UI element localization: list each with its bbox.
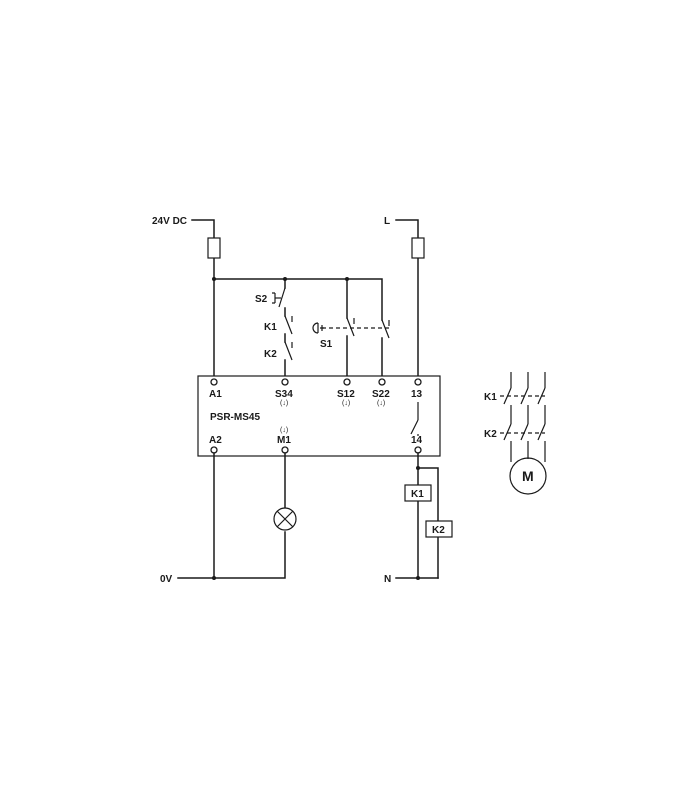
module-name: PSR-MS45 xyxy=(210,412,260,423)
terminal-m1 xyxy=(281,446,289,454)
terminal-s12-label: S12 xyxy=(337,389,355,400)
coil-wiring xyxy=(395,452,439,579)
terminal-s12 xyxy=(343,378,351,386)
supply-l-label: L xyxy=(384,216,390,227)
contactor-k2-label: K2 xyxy=(484,429,497,440)
terminal-14-label: 14 xyxy=(411,435,423,446)
terminal-13 xyxy=(414,378,422,386)
terminal-a1 xyxy=(210,378,218,386)
switch-s2-label: S2 xyxy=(255,294,268,305)
motor-icon xyxy=(509,457,547,495)
zero-volt-wire xyxy=(177,452,286,579)
emergency-stop-icon xyxy=(312,322,324,334)
fuse-dc xyxy=(207,237,221,259)
terminal-m1-label: M1 xyxy=(277,435,291,446)
contact-k1-label: K1 xyxy=(264,322,277,333)
terminal-a2-label: A2 xyxy=(209,435,222,446)
terminal-s22 xyxy=(378,378,386,386)
supply-n-label: N xyxy=(384,574,391,585)
coil-k1-label: K1 xyxy=(411,489,424,500)
s12-branch xyxy=(346,278,355,377)
signal-lamp-icon xyxy=(273,507,297,531)
terminal-m1-mark: (↓) xyxy=(280,427,288,434)
motor-label: M xyxy=(522,468,534,484)
terminal-s34-mark: (↓) xyxy=(280,400,288,407)
junction-dot xyxy=(212,576,216,580)
estop-s1-label: S1 xyxy=(320,339,333,350)
terminal-14 xyxy=(414,446,422,454)
junction-dot xyxy=(416,576,420,580)
supply-24v-dc-label: 24V DC xyxy=(152,216,187,227)
coil-k2 xyxy=(425,520,453,538)
terminal-s34 xyxy=(281,378,289,386)
junction-dot xyxy=(212,277,216,281)
terminal-a1-label: A1 xyxy=(209,389,222,400)
terminal-a2 xyxy=(210,446,218,454)
start-button-icon xyxy=(272,292,281,304)
terminal-s22-mark: (↓) xyxy=(377,400,385,407)
coil-k1 xyxy=(404,484,432,502)
s34-branch xyxy=(278,278,293,377)
s22-branch xyxy=(381,319,390,377)
internal-contact-13-14 xyxy=(410,402,419,436)
ac-feed-wire xyxy=(395,219,419,377)
fuse-l xyxy=(411,237,425,259)
junction-dot xyxy=(416,466,420,470)
contact-k2-label: K2 xyxy=(264,349,277,360)
relay-module-box xyxy=(197,375,441,457)
terminal-s22-label: S22 xyxy=(372,389,390,400)
supply-0v-label: 0V xyxy=(160,574,173,585)
motor-power-lines xyxy=(500,372,546,462)
terminal-s34-label: S34 xyxy=(275,389,293,400)
coil-k2-label: K2 xyxy=(432,525,445,536)
terminal-s12-mark: (↓) xyxy=(342,400,350,407)
contactor-k1-label: K1 xyxy=(484,392,497,403)
terminal-13-label: 13 xyxy=(411,389,423,400)
